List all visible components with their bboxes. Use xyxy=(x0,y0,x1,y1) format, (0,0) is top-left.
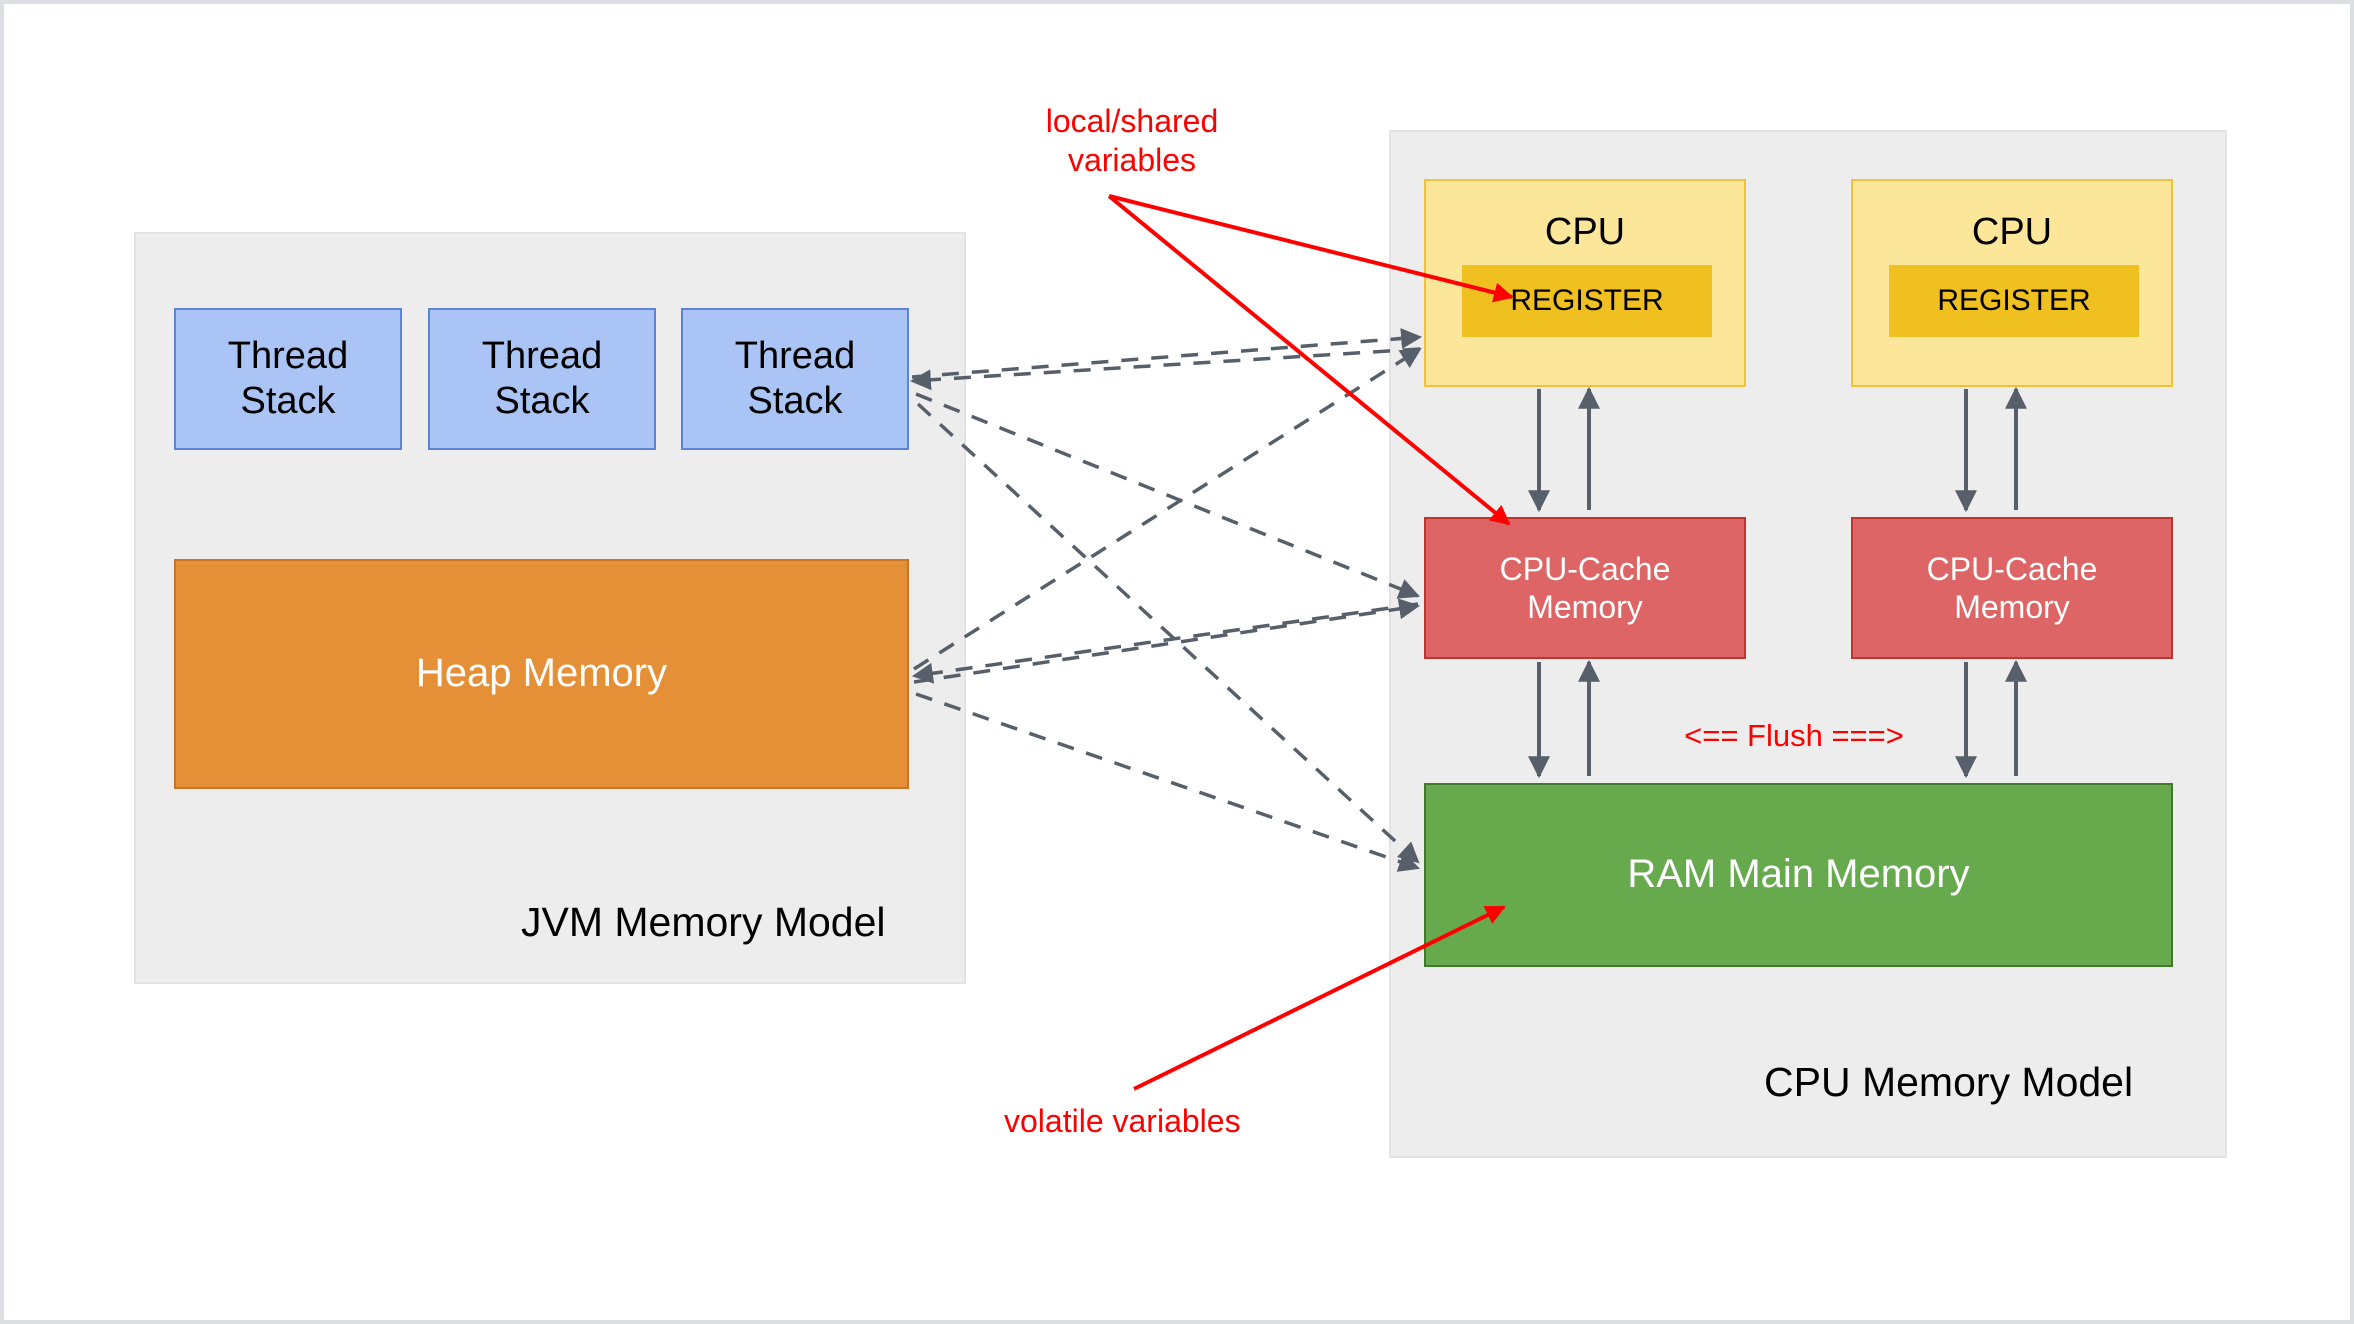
cpu-label: CPU xyxy=(1971,211,2053,253)
thread-stack-box[interactable]: Thread Stack xyxy=(681,308,909,450)
dashed-arrow-threadstack-to-register xyxy=(911,328,1423,379)
dashed-arrow-heap-to-cache xyxy=(913,598,1421,684)
local-shared-variables-annotation: local/shared variables xyxy=(1045,103,1219,179)
dashed-arrow-register-to-threadstack xyxy=(909,347,1421,391)
cpu-label: CPU xyxy=(1544,211,1626,253)
flush-annotation: <== Flush ===> xyxy=(1684,718,1904,753)
dashed-arrow-threadstack-to-ram xyxy=(916,402,1420,864)
dashed-arrow-heap-to-register xyxy=(913,347,1422,671)
dashed-arrow-threadstack-to-cache xyxy=(915,392,1420,599)
thread-stack-box[interactable]: Thread Stack xyxy=(174,308,402,450)
cpu-box[interactable]: CPU REGISTER xyxy=(1424,179,1746,387)
volatile-variables-annotation: volatile variables xyxy=(1004,1103,1241,1139)
cpu-panel-title: CPU Memory Model xyxy=(1764,1059,2134,1105)
cpu-cache-memory-box[interactable]: CPU-Cache Memory xyxy=(1851,517,2173,659)
dashed-arrow-cache-to-heap xyxy=(911,602,1419,684)
register-box[interactable]: REGISTER xyxy=(1462,265,1712,337)
register-box[interactable]: REGISTER xyxy=(1889,265,2139,337)
cpu-cache-memory-box[interactable]: CPU-Cache Memory xyxy=(1424,517,1746,659)
thread-stack-box[interactable]: Thread Stack xyxy=(428,308,656,450)
heap-memory-box[interactable]: Heap Memory xyxy=(174,559,909,789)
dashed-arrow-heap-to-ram xyxy=(915,692,1420,872)
jvm-panel-title: JVM Memory Model xyxy=(521,899,886,945)
cpu-box[interactable]: CPU REGISTER xyxy=(1851,179,2173,387)
ram-main-memory-box[interactable]: RAM Main Memory xyxy=(1424,783,2173,967)
